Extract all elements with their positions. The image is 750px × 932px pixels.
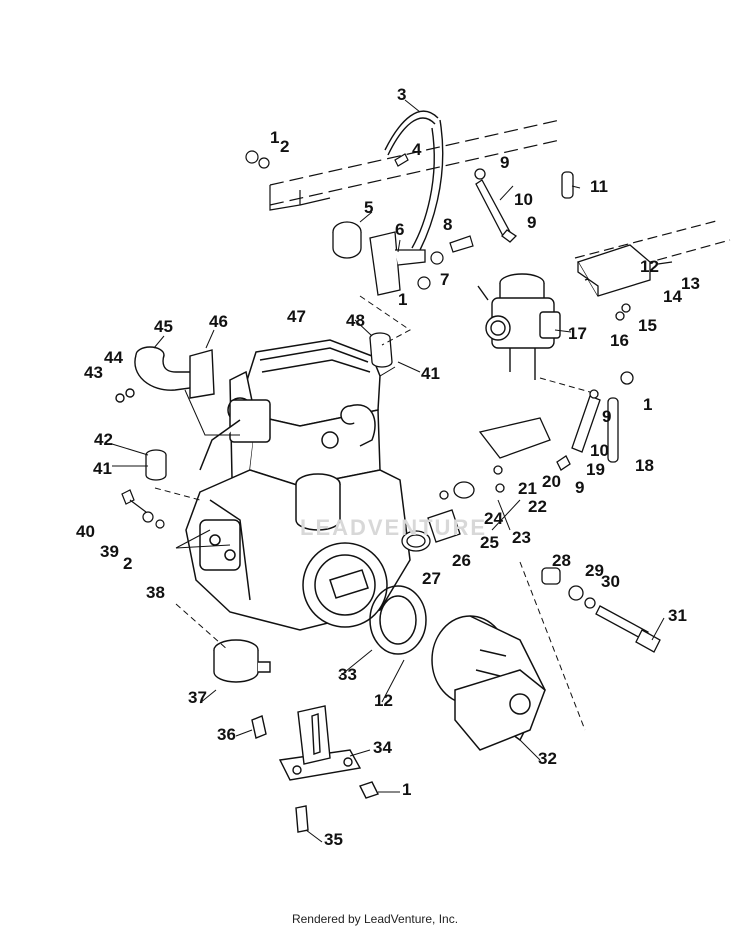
left-bolts <box>121 489 165 529</box>
callout-29: 29 <box>585 561 604 580</box>
clutch-ring <box>369 585 427 655</box>
carb-bracket <box>577 244 673 321</box>
render-credit: Rendered by LeadVenture, Inc. <box>291 912 459 926</box>
vent-tubes <box>474 168 574 243</box>
callout-27: 27 <box>422 569 441 588</box>
frame-rail <box>269 119 561 211</box>
callout-17: 17 <box>568 324 587 343</box>
callout-labels: 1 2 3 4 5 6 7 8 1 9 10 9 11 12 13 14 15 … <box>76 85 700 849</box>
callout-3: 3 <box>397 85 406 104</box>
callout-2-a: 2 <box>280 137 289 156</box>
callout-1-b: 1 <box>398 290 407 309</box>
callout-39: 39 <box>100 542 119 561</box>
callout-33: 33 <box>338 665 357 684</box>
callout-21: 21 <box>518 479 537 498</box>
callout-25: 25 <box>480 533 499 552</box>
callout-28: 28 <box>552 551 571 570</box>
callout-12-a: 12 <box>640 257 659 276</box>
right-frame-rail <box>574 219 731 281</box>
callout-13: 13 <box>681 274 700 293</box>
callout-34: 34 <box>373 738 392 757</box>
callout-36: 36 <box>217 725 236 744</box>
callout-43: 43 <box>84 363 103 382</box>
callout-24: 24 <box>484 509 503 528</box>
callout-45: 45 <box>154 317 173 336</box>
hose-sleeve <box>145 449 167 481</box>
callout-32: 32 <box>538 749 557 768</box>
support-bracket <box>478 371 634 493</box>
solid-leaders <box>175 366 521 549</box>
engine-block <box>185 339 411 631</box>
throttle-cable <box>384 110 444 251</box>
callout-10-b: 10 <box>590 441 609 460</box>
small-hardware-top <box>245 150 474 290</box>
callout-22: 22 <box>528 497 547 516</box>
watermark-text: LEADVENTURE <box>300 515 487 540</box>
callout-11: 11 <box>590 177 608 196</box>
intake-elbow <box>115 346 215 403</box>
callout-41-b: 41 <box>93 459 112 478</box>
callout-2-b: 2 <box>123 554 132 573</box>
callout-16: 16 <box>610 331 629 350</box>
callout-19: 19 <box>586 460 605 479</box>
callout-40: 40 <box>76 522 95 541</box>
callout-35: 35 <box>324 830 343 849</box>
carburetor <box>477 273 561 380</box>
rubber-mount-37 <box>213 639 271 683</box>
callout-8: 8 <box>443 215 452 234</box>
callout-23: 23 <box>512 528 531 547</box>
callout-9-b: 9 <box>527 213 536 232</box>
callout-ticks <box>111 99 665 843</box>
callout-42: 42 <box>94 430 113 449</box>
callout-12-b: 12 <box>374 691 393 710</box>
drive-clutch <box>431 615 546 751</box>
callout-9-c: 9 <box>602 407 611 426</box>
vent-hose <box>369 332 393 368</box>
throttle-bracket <box>332 221 426 296</box>
callout-44: 44 <box>104 348 123 367</box>
mount-and-clamp <box>401 481 475 552</box>
callout-46: 46 <box>209 312 228 331</box>
callout-14: 14 <box>663 287 682 306</box>
callout-1-c: 1 <box>643 395 652 414</box>
clutch-bolt-set <box>541 567 661 653</box>
callout-15: 15 <box>638 316 657 335</box>
callout-9-a: 9 <box>500 153 509 172</box>
callout-37: 37 <box>188 688 207 707</box>
callout-1-a: 1 <box>270 128 279 147</box>
callout-47: 47 <box>287 307 306 326</box>
callout-18: 18 <box>635 456 654 475</box>
callout-26: 26 <box>452 551 471 570</box>
callout-31: 31 <box>668 606 687 625</box>
callout-9-d: 9 <box>575 478 584 497</box>
engine-mount-bracket <box>251 705 379 833</box>
callout-7: 7 <box>440 270 449 289</box>
callout-38: 38 <box>146 583 165 602</box>
callout-4: 4 <box>412 140 422 159</box>
callout-1-d: 1 <box>402 780 411 799</box>
callout-20: 20 <box>542 472 561 491</box>
callout-30: 30 <box>601 572 620 591</box>
leader-lines <box>154 295 591 731</box>
callout-41-a: 41 <box>421 364 440 383</box>
callout-5: 5 <box>364 198 373 217</box>
callout-6: 6 <box>395 220 404 239</box>
callout-10-a: 10 <box>514 190 533 209</box>
